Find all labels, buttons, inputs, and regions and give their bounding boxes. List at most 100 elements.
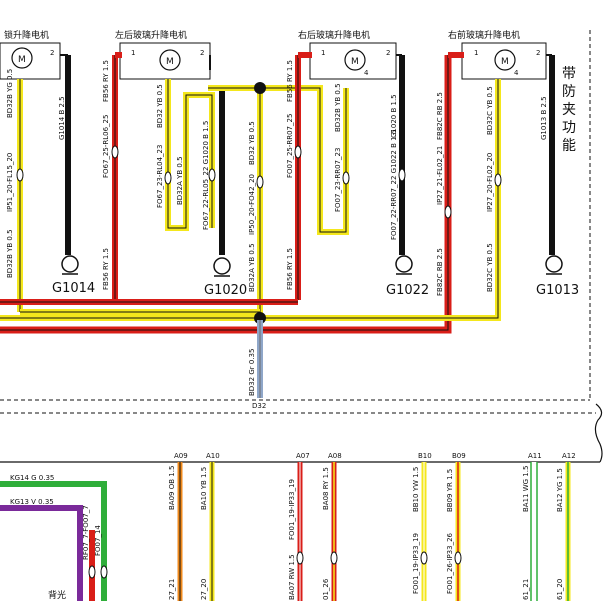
wire-label: BA08 RY 1.5 (322, 467, 330, 510)
ground-g1022: G1022 (386, 255, 429, 298)
wire-label: FO01_19-IP33_19 (412, 533, 420, 594)
inline-connector (342, 171, 350, 185)
ground-label-g1020: G1020 (204, 283, 247, 298)
wire-label: BD32 YB 0.5 (248, 121, 256, 165)
pin-labels: A09 A10 A07 A08 B10 B09 A11 A12 (174, 452, 576, 460)
motor-3-title: 右后玻璃升降电机 (298, 29, 370, 41)
motor-2-pin2: 2 (200, 49, 204, 57)
wire-label: IP27_20-FL02_20 (486, 153, 494, 212)
ground-label-g1013: G1013 (536, 283, 579, 298)
inline-connector (256, 175, 264, 189)
ground-g1014: G1014 (52, 255, 95, 296)
wire-label: 27_21 (168, 579, 176, 600)
anti-pinch-char-2: 防 (562, 84, 576, 100)
wire-label: IP51_20-FL15_20 (6, 153, 14, 212)
motor-1-title: 锁升降电机 (4, 29, 49, 41)
wire-label: FO07_22-RR07_22 G1022 B 1.5 (390, 130, 398, 240)
wire-label: FB82C RB 2.5 (436, 92, 444, 140)
motor-1-pin2: 2 (50, 49, 54, 57)
pin-label: A08 (328, 452, 342, 460)
wire-label: BD32B YB 0.5 (6, 229, 14, 278)
wire-label: 27_20 (200, 579, 208, 600)
wire-label: IP27_21-FL02_21 (436, 146, 444, 205)
wire-label: BD32A YB 0.5 (176, 156, 184, 205)
pin-label: B09 (452, 452, 466, 460)
wire-labels-upper: BD32B YG 0.5 G1014 B 2.5 IP51_20-FL15_20… (6, 60, 548, 396)
ground-icon (61, 255, 79, 273)
wire-label: RF07_7-FO07_7 (82, 505, 90, 560)
motor-3-m: M (351, 57, 359, 67)
motor-3-pin2: 2 (386, 49, 390, 57)
harness-break (594, 403, 603, 463)
ground-label-g1022: G1022 (386, 283, 429, 298)
wire-label: BA10 YB 1.5 (200, 467, 208, 510)
inline-connector (88, 565, 96, 579)
wire-label-kg13: KG13 V 0.35 (10, 498, 54, 506)
wire-label: BA09 OB 1.5 (168, 466, 176, 510)
wire-label: 61_21 (522, 579, 530, 600)
wire-label: BD32A YB 0.5 (248, 243, 256, 292)
anti-pinch-note: 带 防 夹 功 能 (562, 66, 576, 154)
wire-m4-yellow-trace (0, 79, 499, 319)
wire-label: G1020 B 1.5 (390, 94, 398, 138)
inline-connector (420, 551, 428, 565)
motor-2-m: M (166, 57, 174, 67)
wire-label: BA07 RW 1.5 (288, 554, 296, 600)
motor-3-symbol (344, 49, 366, 71)
inline-connector (454, 551, 462, 565)
wire-label: BA11 WG 1.5 (522, 466, 530, 512)
wire-label: 01_26 (322, 578, 330, 600)
anti-pinch-char-1: 带 (562, 66, 576, 82)
wire-label: BA12 YG 1.5 (556, 468, 564, 512)
motor-4: M 1 2 4 右前玻璃升降电机 (448, 29, 547, 80)
inline-connector (164, 171, 172, 185)
wire-label: BD32C YB 0.5 (486, 243, 494, 292)
pin-label: A12 (562, 452, 576, 460)
wire-yellow-bus-top (208, 85, 349, 235)
wire-label: BD32B YG 0.5 (6, 69, 14, 118)
inline-connector (100, 565, 108, 579)
inline-connector (208, 168, 216, 182)
motor-3-pin4: 4 (364, 69, 369, 77)
ground-icon (545, 255, 563, 273)
inline-connector (398, 168, 406, 182)
wire-label: BD32B YB 0.5 (334, 83, 342, 132)
wire-label: FO01_19-IP33_19 (288, 479, 296, 540)
wire-label: FO67_25-RL06_25 (102, 115, 110, 178)
pin-label: A09 (174, 452, 188, 460)
ground-icon (395, 255, 413, 273)
motor-4-title: 右前玻璃升降电机 (448, 29, 520, 41)
motor-4-m: M (501, 57, 509, 67)
wire-label: FB82C RB 2.5 (436, 248, 444, 296)
wire-label: FO67_23-RL04_23 (156, 145, 164, 208)
wire-label: BD32 Gr 0.35 (248, 349, 256, 396)
motor-2-title: 左后玻璃升降电机 (115, 29, 187, 41)
wire-m4-red-main-trace (0, 55, 449, 331)
inline-connector (444, 205, 452, 219)
wire-label: FO67_22-RL05_22 G1020 B 1.5 (202, 121, 210, 230)
inline-connector (294, 145, 302, 159)
wire-label: FO07_23-RR07_23 (334, 148, 342, 212)
wire-label: 61_20 (556, 579, 564, 600)
pin-label: B10 (418, 452, 432, 460)
motor-1-symbol (11, 47, 33, 69)
motor-1-m: M (18, 55, 26, 65)
motor-2-pin1: 1 (131, 49, 135, 57)
wire-label: FO07_25-RR07_25 (286, 114, 294, 178)
pin-label: A10 (206, 452, 220, 460)
motor-4-symbol (494, 49, 516, 71)
wire-labels-lower: BA09 OB 1.5 BA10 YB 1.5 FO01_19-IP33_19 … (168, 466, 564, 600)
wire-label: FB56 RY 1.5 (286, 248, 294, 290)
pin-label: A07 (296, 452, 310, 460)
wire-label: G1013 B 2.5 (540, 96, 548, 140)
pin-label: A11 (528, 452, 542, 460)
motor-3: M 1 2 4 右后玻璃升降电机 (298, 29, 397, 80)
wire-label: FO01_26-IP33_26 (446, 532, 454, 594)
ground-g1013: G1013 (536, 255, 579, 298)
backlight-label: 背光 (48, 589, 66, 601)
inline-connector (16, 168, 24, 182)
inline-connector (296, 551, 304, 565)
wire-label: BB09 YR 1.5 (446, 469, 454, 512)
inline-connector (330, 551, 338, 565)
